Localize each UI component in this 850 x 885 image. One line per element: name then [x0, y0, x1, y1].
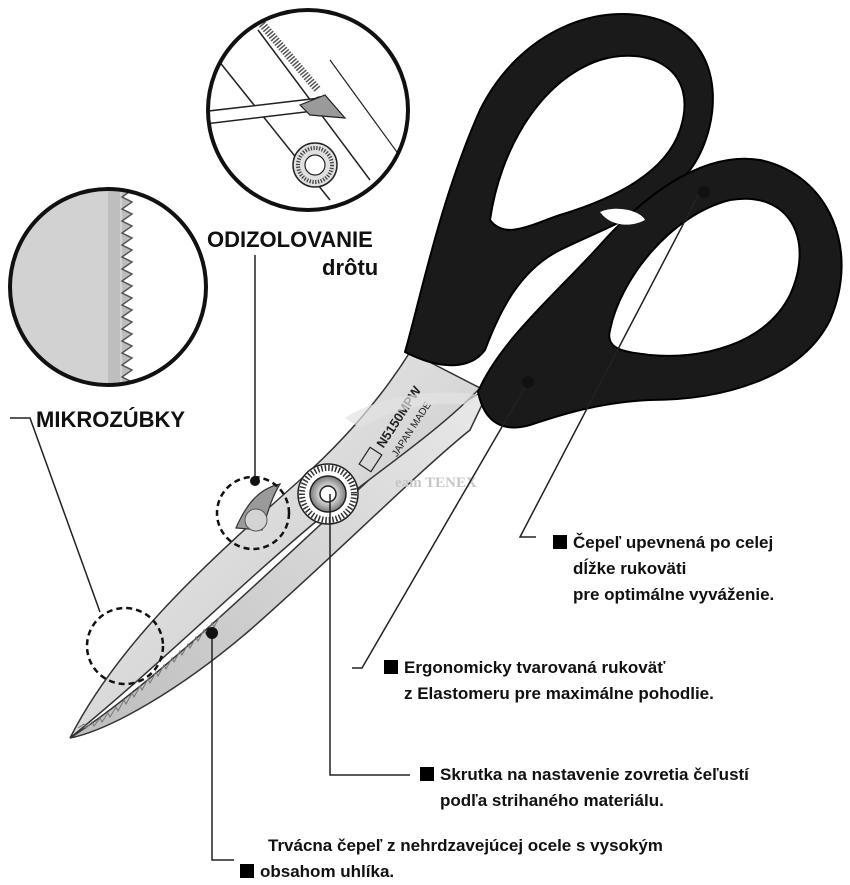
upper-blade — [69, 351, 482, 739]
odizolovanie-line2-wrap: drôtu — [322, 254, 378, 282]
upper-handle-hole — [488, 54, 686, 231]
mikrozubky-label: MIKROZÚBKY — [36, 406, 185, 434]
teeth-highlight — [85, 606, 165, 686]
feature-handle: Ergonomicky tvarovaná rukoväť z Elastome… — [384, 655, 714, 707]
leader-dots — [206, 186, 710, 639]
odizolovanie-line2: drôtu — [322, 255, 379, 280]
kai-logo-icon — [358, 446, 383, 473]
bullet-square-icon — [240, 864, 254, 878]
odizolovanie-label: ODIZOLOVANIE — [207, 226, 373, 254]
feature-blade-mount: Čepeľ upevnená po celej dĺžke rukoväti p… — [553, 530, 774, 608]
feature-handle-line1: Ergonomicky tvarovaná rukoväť — [404, 658, 666, 677]
bullet-square-icon — [420, 767, 434, 781]
feature-blade-mount-line1: Čepeľ upevnená po celej — [573, 533, 774, 552]
zoom-micro-teeth — [8, 187, 208, 387]
stripping-highlight — [215, 475, 291, 551]
lower-blade — [69, 386, 492, 739]
leader-lines — [10, 191, 701, 861]
feature-steel: Trvácna čepeľ z nehrdzavejúcej ocele s v… — [240, 833, 663, 885]
odizolovanie-line1: ODIZOLOVANIE — [207, 227, 373, 252]
feature-blade-mount-line3: pre optimálne vyváženie. — [573, 585, 775, 604]
lower-handle-hole — [608, 197, 801, 357]
feature-screw-line1: Skrutka na nastavenie zovretia čeľustí — [440, 765, 749, 784]
feature-blade-mount-line2: dĺžke rukoväti — [573, 559, 687, 578]
feature-screw: Skrutka na nastavenie zovretia čeľustí p… — [420, 762, 749, 814]
serrated-edge — [77, 615, 221, 729]
feature-steel-line2: obsahom uhlíka. — [260, 862, 395, 881]
watermark: eam TENEX — [395, 475, 477, 491]
feature-screw-line2: podľa strihaného materiálu. — [440, 791, 664, 810]
pivot-screw — [297, 463, 359, 525]
bullet-square-icon — [384, 660, 398, 674]
feature-steel-line1: Trvácna čepeľ z nehrdzavejúcej ocele s v… — [268, 836, 663, 855]
bullet-square-icon — [553, 535, 567, 549]
zoom-wire-stripping — [206, 8, 410, 212]
mikrozubky-text: MIKROZÚBKY — [36, 407, 186, 432]
feature-handle-line2: z Elastomeru pre maximálne pohodlie. — [404, 684, 714, 703]
